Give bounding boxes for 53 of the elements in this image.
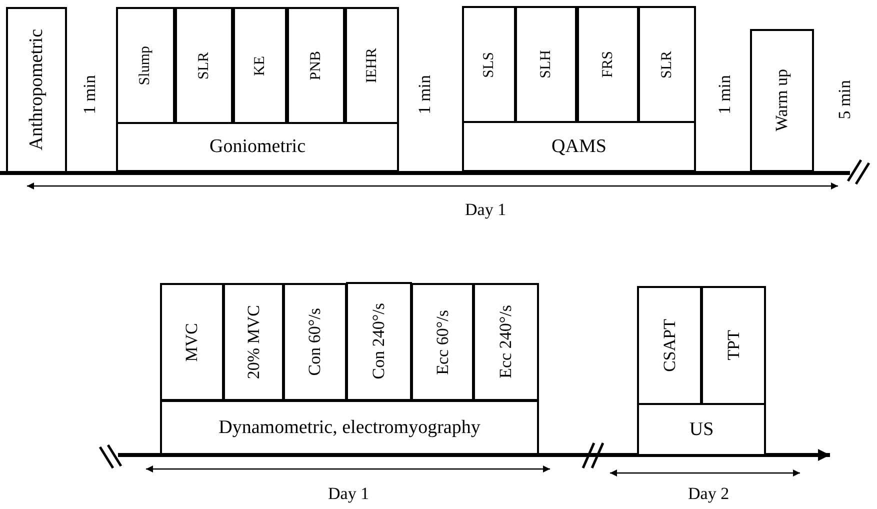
test-box xyxy=(411,283,474,401)
test-name: Ecc 240°/s xyxy=(496,305,516,379)
test-box xyxy=(223,283,284,401)
test-box xyxy=(175,7,233,124)
test-box xyxy=(6,7,67,173)
duration-label: 1 min xyxy=(80,75,100,114)
test-name: SLS xyxy=(480,52,498,78)
test-name: SLR xyxy=(658,50,676,78)
test-name: Con 240°/s xyxy=(369,303,389,380)
test-box xyxy=(577,6,639,123)
day-label: Day 1 xyxy=(465,200,506,220)
test-name: PNB xyxy=(308,50,324,80)
test-box xyxy=(473,283,539,401)
test-box xyxy=(462,6,516,123)
test-name: Con 60°/s xyxy=(305,308,325,376)
duration-label: 1 min xyxy=(715,75,735,114)
day-label: Day 2 xyxy=(688,484,730,504)
group-box xyxy=(160,400,539,455)
test-box xyxy=(346,282,412,401)
test-box xyxy=(345,7,399,124)
test-name: 20% MVC xyxy=(244,304,264,380)
test-name: MVC xyxy=(182,322,202,362)
test-name: IEHR xyxy=(364,48,380,83)
test-box xyxy=(233,7,287,124)
group-box xyxy=(637,403,766,456)
group-title: Dynamometric, electromyography xyxy=(218,416,480,438)
duration-label: 1 min xyxy=(415,75,435,114)
test-name: SLR xyxy=(196,52,212,80)
test-name: CSAPT xyxy=(660,319,680,372)
test-name: Ecc 60°/s xyxy=(432,310,452,374)
test-box xyxy=(750,29,814,172)
test-name: TPT xyxy=(724,330,744,361)
test-name: KE xyxy=(252,56,268,76)
test-box xyxy=(160,283,224,401)
test-box xyxy=(287,7,345,124)
group-box xyxy=(116,122,399,172)
day-label: Day 1 xyxy=(328,484,370,504)
test-box xyxy=(116,7,175,124)
test-box xyxy=(638,6,696,123)
group-box xyxy=(462,121,696,172)
test-name: FRS xyxy=(600,51,616,78)
test-name: Warm up xyxy=(772,69,792,132)
test-box xyxy=(701,286,766,405)
duration-label: 5 min xyxy=(835,80,855,120)
test-name: SLH xyxy=(538,50,554,79)
test-name: Anthropometric xyxy=(26,29,48,151)
test-box xyxy=(515,6,577,123)
test-box xyxy=(283,283,347,401)
group-title: US xyxy=(689,418,714,440)
test-name: Slump xyxy=(137,46,154,86)
test-box xyxy=(637,286,702,405)
group-title: QAMS xyxy=(552,136,606,158)
group-title: Goniometric xyxy=(209,136,306,158)
